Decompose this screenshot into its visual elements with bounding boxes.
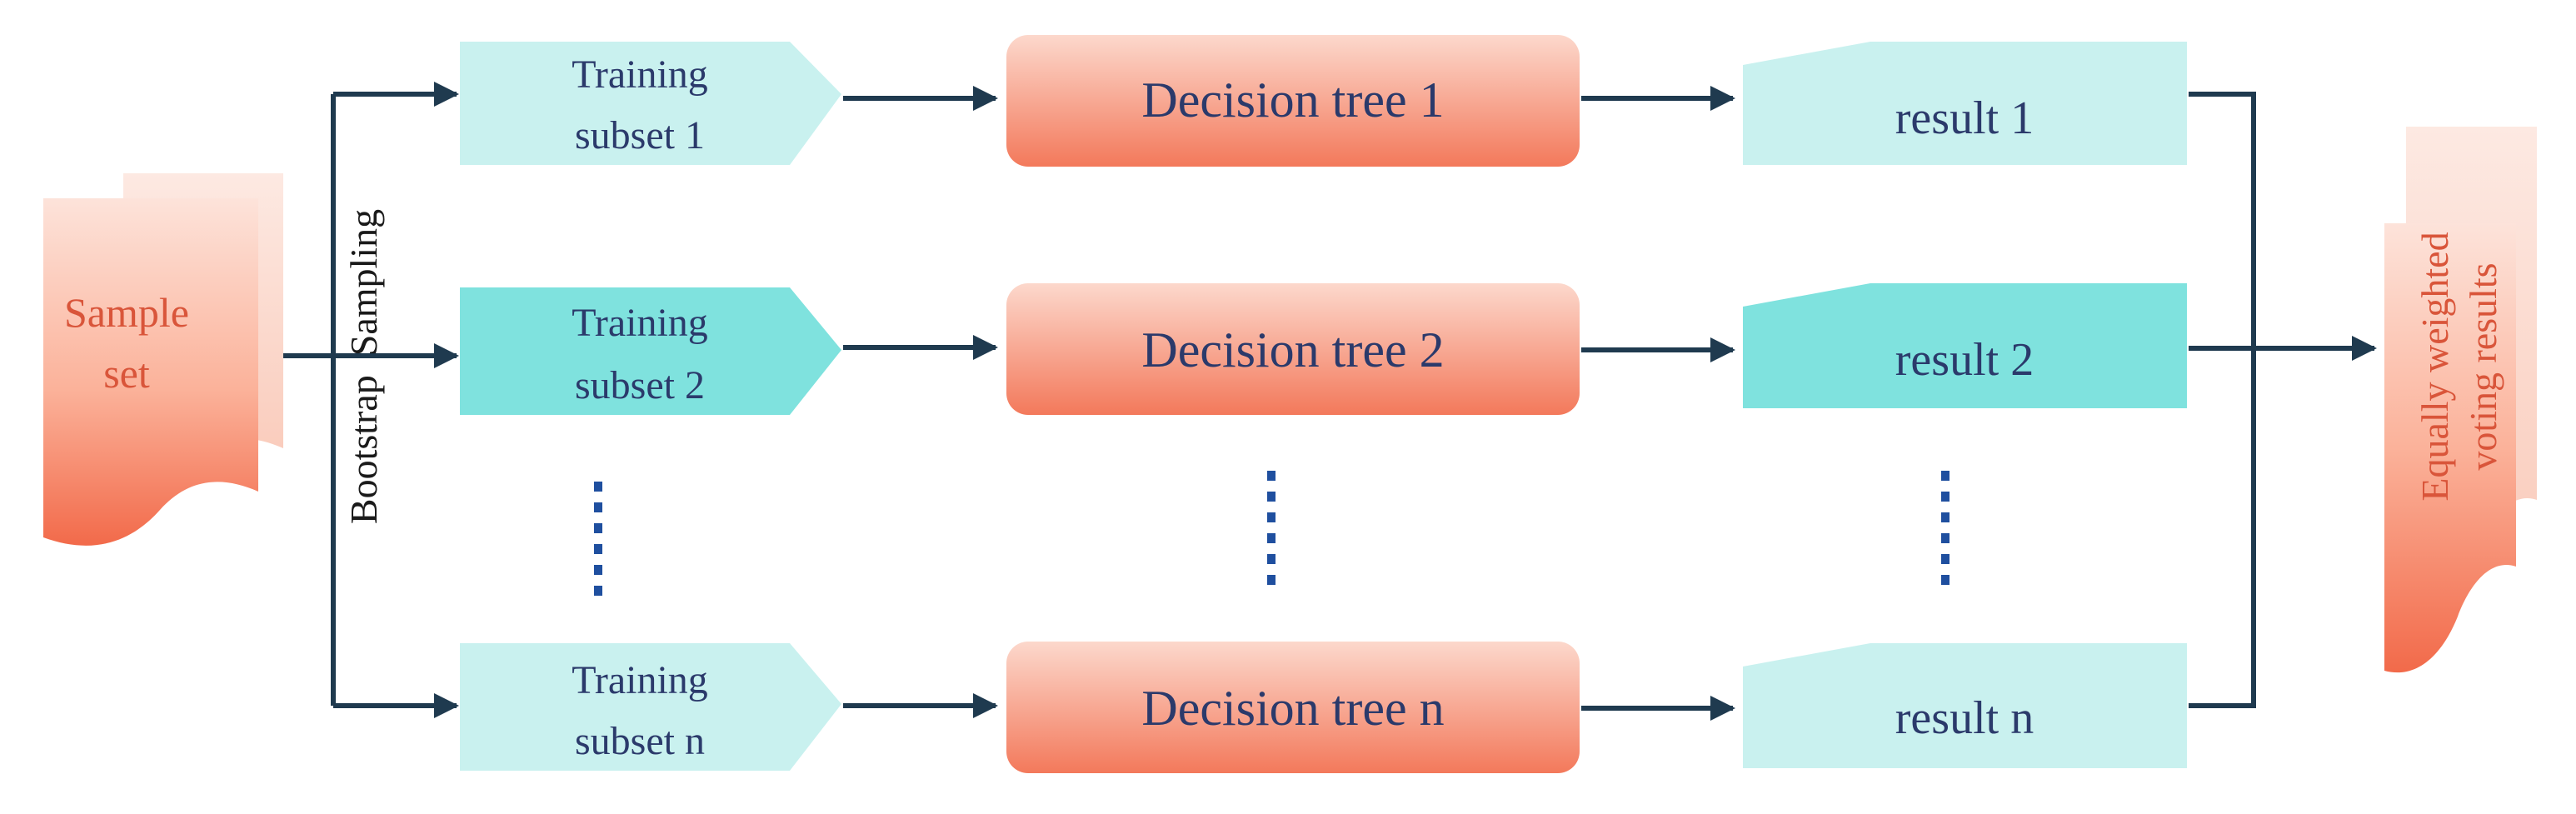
training-subset-2-shape <box>460 287 841 415</box>
training-subset-1-line2: subset 1 <box>575 113 705 157</box>
bootstrap-connector <box>283 82 459 718</box>
sample-set-front-sheet <box>43 198 258 546</box>
row-1: Training subset 1 Decision tree 1 result… <box>460 35 2187 167</box>
decision-tree-1-box <box>1006 35 1580 167</box>
decision-tree-2-label: Decision tree 2 <box>1141 322 1444 377</box>
training-subset-1-shape <box>460 42 841 165</box>
result-n-label: result n <box>1895 692 2034 744</box>
ellipsis-dots <box>594 471 1949 596</box>
training-ellipsis <box>594 482 602 596</box>
voting-front-sheet <box>2384 223 2516 673</box>
bootstrap-sampling-label: Bootstrap Sampling <box>342 209 385 524</box>
result-2-label: result 2 <box>1895 334 2034 386</box>
decision-tree-n-box <box>1006 642 1580 773</box>
tree-ellipsis <box>1267 471 1276 585</box>
result-2-shape <box>1743 283 2187 408</box>
row-2: Training subset 2 Decision tree 2 result… <box>460 283 2187 415</box>
training-subset-n-line1: Training <box>572 658 708 702</box>
training-subset-n-line2: subset n <box>575 719 705 763</box>
voting-label-line2: voting results <box>2462 262 2504 470</box>
voting-label-line1: Equally weighted <box>2414 232 2456 501</box>
result-n-shape <box>1743 643 2187 768</box>
result-merge-connector <box>2189 92 2377 708</box>
voting-results-document: Equally weighted voting results <box>2384 127 2537 673</box>
sample-set-document: Sample set <box>43 173 283 546</box>
training-subset-n-shape <box>460 643 841 771</box>
decision-tree-2-box <box>1006 283 1580 415</box>
row-n: Training subset n Decision tree n result… <box>460 642 2187 773</box>
sample-set-label-line1: Sample <box>64 289 189 336</box>
training-subset-1-line1: Training <box>572 52 708 97</box>
result-ellipsis <box>1941 471 1949 585</box>
decision-tree-1-label: Decision tree 1 <box>1141 72 1444 127</box>
decision-tree-n-label: Decision tree n <box>1141 681 1444 736</box>
training-subset-2-line2: subset 2 <box>575 363 705 407</box>
result-1-label: result 1 <box>1895 92 2034 144</box>
training-subset-2-line1: Training <box>572 301 708 345</box>
merge-line-top <box>2189 92 2256 708</box>
result-1-shape <box>1743 42 2187 165</box>
sample-set-label-line2: set <box>103 350 150 397</box>
